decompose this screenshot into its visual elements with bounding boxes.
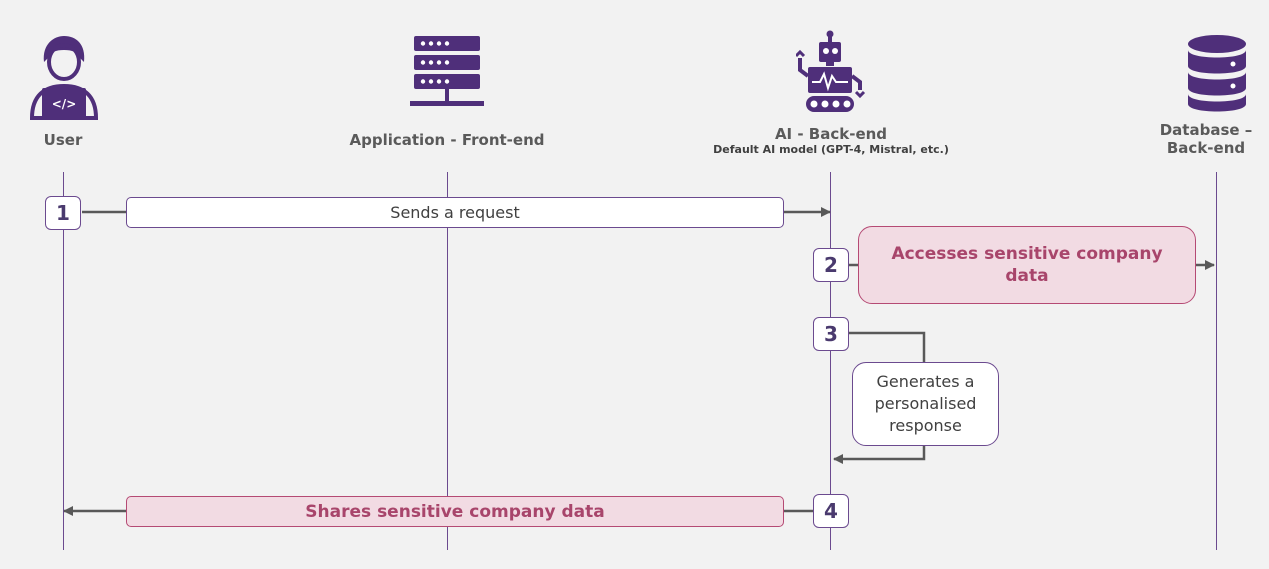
database-lifeline xyxy=(1216,172,1217,550)
step-2-message: Accesses sensitive company data xyxy=(858,226,1196,304)
step-3-badge: 3 xyxy=(813,317,849,351)
frontend-lifeline xyxy=(447,172,448,550)
backend-subtitle: Default AI model (GPT-4, Mistral, etc.) xyxy=(713,143,949,156)
backend-lifeline xyxy=(830,172,831,550)
robot-icon xyxy=(796,30,866,112)
user-label: User xyxy=(43,131,83,149)
backend-label: AI - Back-end Default AI model (GPT-4, M… xyxy=(681,125,981,157)
step-2-line1: Accesses sensitive company xyxy=(891,244,1163,264)
database-label-line1: Database – xyxy=(1159,121,1253,139)
step-2-line2: data xyxy=(1005,266,1049,286)
step3-connector xyxy=(849,331,926,362)
step-3-line2: personalised xyxy=(874,394,977,413)
step-3-line3: response xyxy=(889,416,962,435)
step-3-message: Generates a personalised response xyxy=(852,362,999,446)
step-1-message: Sends a request xyxy=(126,197,784,228)
svg-text:</>: </> xyxy=(52,97,77,111)
frontend-label: Application - Front-end xyxy=(349,131,545,149)
user-lifeline xyxy=(63,172,64,550)
step-1-badge: 1 xyxy=(45,196,81,230)
backend-title: AI - Back-end xyxy=(774,125,888,143)
database-icon xyxy=(1188,35,1246,112)
step-4-message: Shares sensitive company data xyxy=(126,496,784,527)
step3-arrow xyxy=(833,445,926,464)
database-label-line2: Back-end xyxy=(1166,139,1246,157)
step-2-badge: 2 xyxy=(813,248,849,282)
user-laptop-icon: </> xyxy=(29,36,99,120)
step-4-badge: 4 xyxy=(813,494,849,528)
database-label: Database – Back-end xyxy=(1150,121,1262,157)
server-rack-icon xyxy=(410,36,484,106)
step-3-line1: Generates a xyxy=(876,372,975,391)
